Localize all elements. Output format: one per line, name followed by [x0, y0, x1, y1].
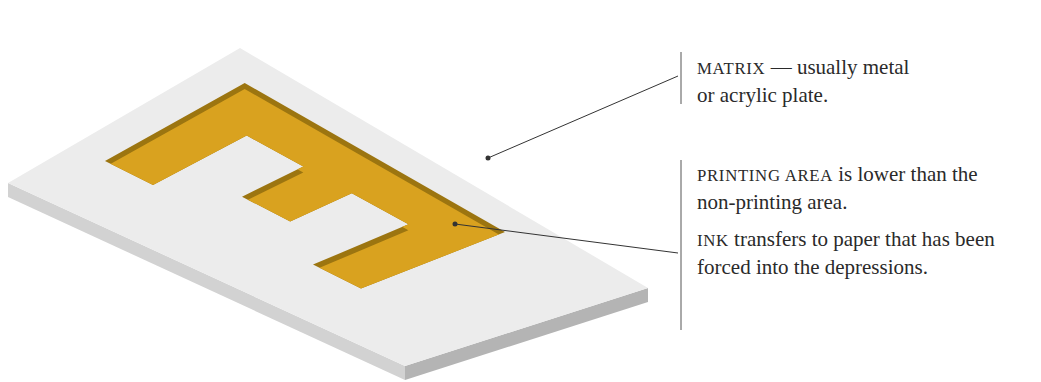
callout-bar	[681, 52, 682, 104]
callout-group: PRINTING AREA is lower than the non-prin…	[697, 161, 1019, 281]
leader-line	[488, 76, 678, 158]
callout-group: MATRIX — usually metal or acrylic plate.	[697, 54, 912, 109]
printing-area	[105, 89, 505, 295]
leader-dot	[453, 222, 458, 227]
callout-label: INK transfers to paper that has been for…	[697, 226, 1019, 281]
leader-dot	[486, 156, 491, 161]
callout-label: MATRIX — usually metal or acrylic plate.	[697, 54, 912, 109]
callout-label: PRINTING AREA is lower than the non-prin…	[697, 161, 1019, 216]
leader-line	[455, 224, 678, 253]
plate-top	[8, 48, 648, 366]
callout-bar	[681, 160, 682, 330]
